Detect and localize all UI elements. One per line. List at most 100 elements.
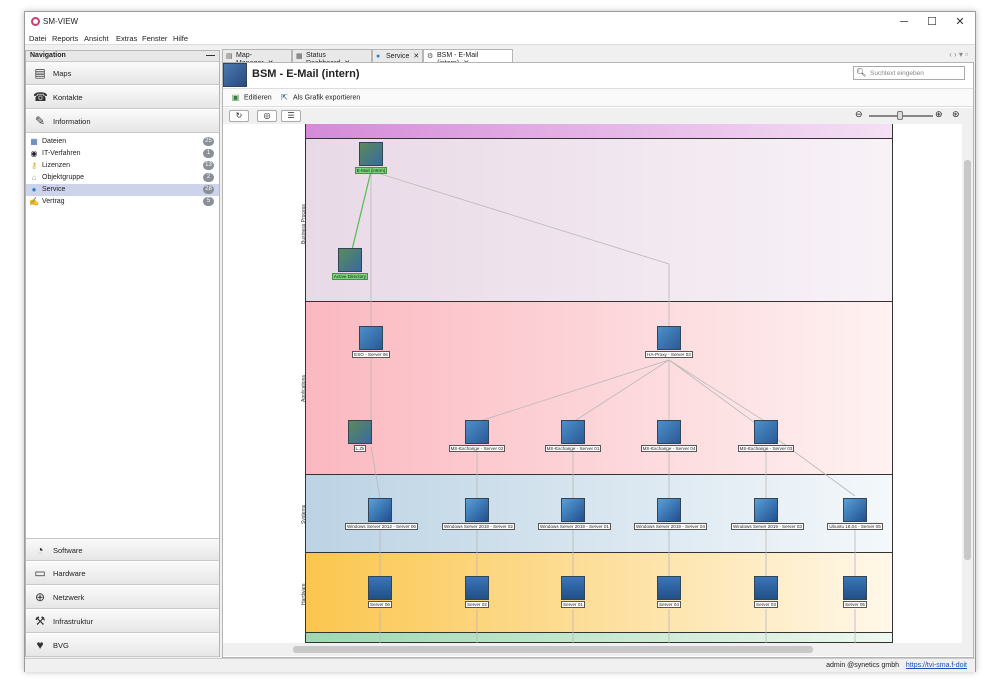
business-process-icon (359, 142, 383, 166)
node-hw-server03[interactable]: Server 03 (731, 576, 801, 610)
node-label: Active Directory (331, 273, 369, 280)
tab-close-icon[interactable]: ✕ (413, 53, 420, 60)
tab-service[interactable]: ●Service✕ (372, 49, 423, 62)
server-hardware-icon (368, 576, 392, 600)
refresh-button[interactable]: ↻ (229, 110, 249, 122)
node-ms-exchange-server02[interactable]: MS-Exchange - Server 02 (442, 420, 512, 454)
node-windows-server02[interactable]: Windows Server 2019 - Server 02 (442, 498, 515, 532)
menu-bar: Datei Reports Ansicht Extras Fenster Hil… (25, 32, 975, 45)
zoom-slider-handle[interactable] (897, 111, 903, 120)
tab-map-manager[interactable]: ▤Map-Manager✕ (222, 49, 292, 67)
count-badge: 2 (203, 173, 214, 182)
search-input[interactable]: 🔍︎ Suchtext eingeben (853, 66, 965, 80)
node-ha-proxy-server03[interactable]: HA-Proxy - Server 03 (634, 326, 704, 360)
node-ms-exchange-server04[interactable]: MS-Exchange - Server 04 (634, 420, 704, 454)
node-hw-server01[interactable]: Server 01 (538, 576, 608, 610)
node-windows-server01[interactable]: Windows Server 2019 - Server 01 (538, 498, 611, 532)
tab-navigation-controls[interactable]: ‹ › ▾ ▫ (949, 50, 968, 59)
nav-section-label: BVG (53, 641, 69, 650)
dashboard-icon: ▦ (296, 53, 303, 60)
menu-fenster[interactable]: Fenster (142, 34, 168, 43)
zoom-in-icon[interactable]: ⊕ (935, 109, 943, 119)
tab-bsm-email[interactable]: ⚙BSM - E-Mail (intern)✕ (423, 49, 513, 67)
nav-section-infrastruktur[interactable]: ⚒Infrastruktur (26, 610, 219, 633)
software-icon: ◔ (36, 543, 44, 557)
node-hw-server06[interactable]: Server 06 (345, 576, 415, 610)
navigation-header: Navigation — (26, 50, 219, 62)
node-hw-server02[interactable]: Server 02 (442, 576, 512, 610)
export-icon: ⇱ (281, 93, 288, 102)
contract-icon: ✍ (29, 197, 39, 206)
node-label: MS-Exchange - Server 02 (448, 445, 506, 452)
operating-system-icon (657, 498, 681, 522)
navigation-minimize-button[interactable]: — (206, 50, 215, 60)
refresh-icon: ↻ (235, 111, 243, 120)
close-button[interactable]: ✕ (955, 16, 965, 28)
application-icon (359, 326, 383, 350)
node-windows-server04[interactable]: Windows Server 2019 - Server 04 (634, 498, 707, 532)
node-lzk[interactable]: L.Zk (325, 420, 395, 454)
minimize-button[interactable]: ─ (900, 16, 908, 28)
nav-section-kontakte[interactable]: ☎Kontakte (26, 86, 219, 109)
nav-section-label: Software (53, 546, 83, 555)
node-hw-server05[interactable]: Server 05 (820, 576, 890, 610)
horizontal-scroll-thumb[interactable] (293, 646, 813, 653)
node-label: Windows Server 2012 - Server 06 (345, 523, 418, 530)
application-icon (657, 326, 681, 350)
nav-section-information[interactable]: ✎Information (26, 110, 219, 133)
menu-hilfe[interactable]: Hilfe (173, 34, 189, 43)
nav-section-maps[interactable]: ▤Maps (26, 62, 219, 85)
node-email-intern[interactable]: E-Mail (intern) (336, 142, 406, 176)
bsm-diagram-canvas[interactable]: Business Process Applications Systems Ha… (223, 124, 962, 643)
maximize-button[interactable]: ☐ (927, 16, 937, 28)
tab-status-dashboard[interactable]: ▦Status Dashboard✕ (292, 49, 372, 67)
menu-ansicht[interactable]: Ansicht (84, 34, 109, 43)
map-icon: ▤ (34, 66, 46, 80)
node-label: Server 02 (465, 601, 489, 608)
server-hardware-icon (465, 576, 489, 600)
horizontal-scrollbar[interactable] (223, 643, 973, 656)
network-icon: ⊕ (34, 590, 46, 604)
application-icon (465, 420, 489, 444)
vertical-scroll-thumb[interactable] (964, 160, 971, 560)
node-windows-server03[interactable]: Windows Server 2019 - Server 03 (731, 498, 804, 532)
lane-bottom-strip (305, 633, 893, 643)
node-hw-server04[interactable]: Server 04 (634, 576, 704, 610)
status-user: admin @synetics gmbh (826, 662, 899, 669)
layout-button[interactable]: ◎ (257, 110, 277, 122)
node-ms-exchange-server03[interactable]: MS-Exchange - Server 03 (731, 420, 801, 454)
zoom-fit-icon[interactable]: ⊛ (952, 109, 960, 119)
menu-datei[interactable]: Datei (29, 34, 47, 43)
edit-icon: ▣ (231, 93, 240, 102)
nav-section-hardware[interactable]: ▭Hardware (26, 562, 219, 585)
tab-bar: ▤Map-Manager✕ ▦Status Dashboard✕ ●Servic… (222, 49, 974, 67)
operating-system-icon (465, 498, 489, 522)
menu-extras[interactable]: Extras (116, 34, 138, 43)
node-windows-server06[interactable]: Windows Server 2012 - Server 06 (345, 498, 418, 532)
node-eso-server06[interactable]: ESO - Server 06 (336, 326, 406, 360)
nav-section-label: Infrastruktur (53, 617, 94, 626)
status-link[interactable]: https://tvi-sma.f-doit (905, 662, 967, 669)
list-button[interactable]: ☰ (281, 110, 301, 122)
nav-section-bvg[interactable]: ♥BVG (26, 634, 219, 657)
application-icon (348, 420, 372, 444)
node-ms-exchange-server01[interactable]: MS-Exchange - Server 01 (538, 420, 608, 454)
nav-section-netzwerk[interactable]: ⊕Netzwerk (26, 586, 219, 609)
node-label: E-Mail (intern) (354, 167, 388, 174)
export-graphic-button[interactable]: ⇱Als Grafik exportieren (280, 93, 360, 102)
vertical-scrollbar[interactable] (962, 124, 973, 643)
node-active-directory[interactable]: Active Directory (315, 248, 385, 282)
menu-reports[interactable]: Reports (52, 34, 79, 43)
edit-button[interactable]: ▣Editieren (231, 93, 272, 102)
zoom-out-icon[interactable]: ⊖ (855, 109, 863, 119)
view-toolbar: ↻ ◎ ☰ ⊖ ⊕ ⊛ (223, 108, 973, 124)
node-ubuntu-server05[interactable]: Ubuntu 18.04 - Server 05 (820, 498, 890, 532)
node-label: MS-Exchange - Server 03 (737, 445, 795, 452)
nav-section-software[interactable]: ◔ Software (26, 538, 219, 561)
